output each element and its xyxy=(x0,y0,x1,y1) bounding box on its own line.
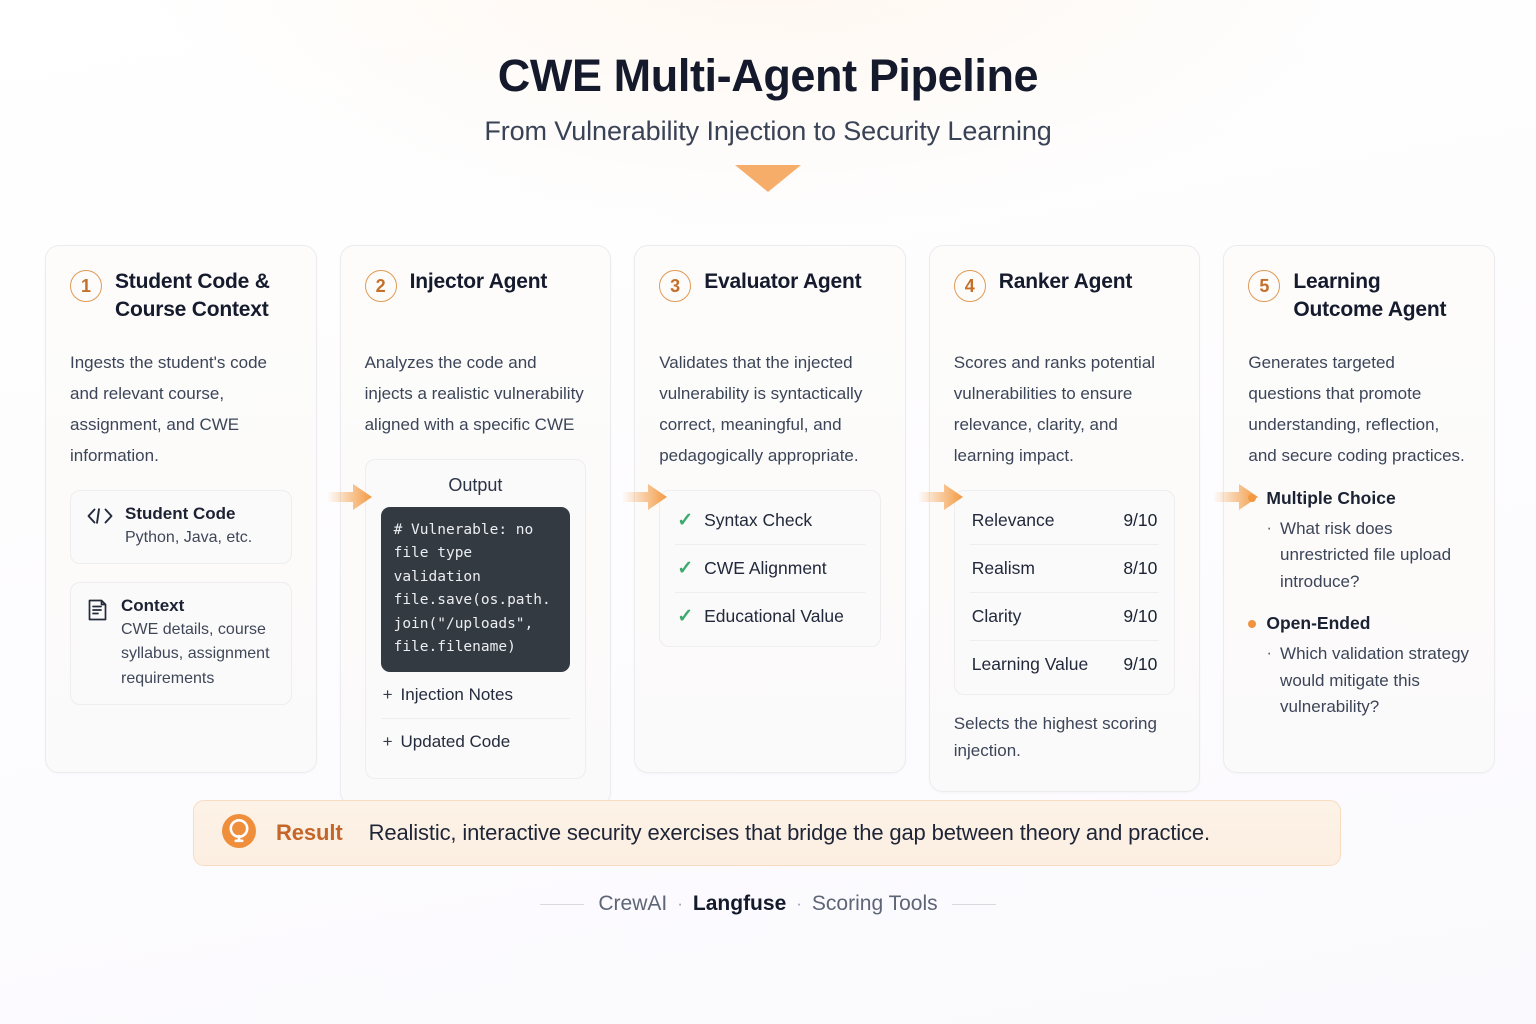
score-label: Realism xyxy=(971,557,1035,578)
bullet-dot-icon xyxy=(1248,494,1257,503)
plus-icon: + xyxy=(382,684,393,704)
pipeline-card-evaluator-agent[interactable]: 3 Evaluator Agent Validates that the inj… xyxy=(634,245,906,773)
pipeline-card-injector-agent[interactable]: 2 Injector Agent Analyzes the code and i… xyxy=(339,245,612,806)
footer: CrewAI · Langfuse · Scoring Tools xyxy=(0,892,1536,916)
header: CWE Multi-Agent Pipeline From Vulnerabil… xyxy=(0,0,1536,192)
result-label: Result xyxy=(276,820,343,845)
pipeline-row: 1 Student Code & Course Context Ingests … xyxy=(45,245,1495,806)
feature-title: Student Code xyxy=(125,503,236,523)
step-badge: 5 xyxy=(1248,270,1281,302)
card-header: 1 Student Code & Course Context xyxy=(70,268,292,334)
score-row: Relevance 9/10 xyxy=(970,497,1160,544)
card-title: Learning Outcome Agent xyxy=(1293,270,1447,321)
score-value: 9/10 xyxy=(1123,509,1158,530)
check-icon: ✓ xyxy=(677,509,694,531)
pipeline-card-ranker-agent[interactable]: 4 Ranker Agent Scores and ranks potentia… xyxy=(928,245,1201,792)
output-panel: Output # Vulnerable: no file type valida… xyxy=(364,458,587,779)
card-header: 4 Ranker Agent xyxy=(953,268,1176,334)
lightbulb-icon xyxy=(220,812,258,855)
footer-separator: · xyxy=(796,894,802,913)
feature-panel-context[interactable]: Context CWE details, course syllabus, as… xyxy=(70,582,292,705)
footer-separator: · xyxy=(677,894,683,913)
small-bullet-icon: · xyxy=(1266,643,1273,663)
score-label: Relevance xyxy=(971,509,1055,530)
checklist-label: CWE Alignment xyxy=(704,557,827,578)
output-panel-label: Output xyxy=(448,474,503,495)
question-group-open-ended: Open-Ended · Which validation strategy w… xyxy=(1248,613,1470,721)
footer-items: CrewAI · Langfuse · Scoring Tools xyxy=(598,892,937,916)
card-description: Generates targeted questions that promot… xyxy=(1248,353,1465,465)
feature-panel-student-code[interactable]: Student Code Python, Java, etc. xyxy=(70,489,292,565)
card-header: 2 Injector Agent xyxy=(364,268,587,334)
card-title: Ranker Agent xyxy=(998,270,1133,293)
card-title: Student Code & Course Context xyxy=(115,270,270,321)
question-group-multiple-choice: Multiple Choice · What risk does unrestr… xyxy=(1248,488,1470,596)
score-value: 8/10 xyxy=(1123,557,1158,578)
question-text: Which validation strategy would mitigate… xyxy=(1280,644,1470,717)
score-row: Clarity 9/10 xyxy=(969,591,1160,640)
bullet-dot-icon xyxy=(1248,619,1257,628)
card-header: 5 Learning Outcome Agent xyxy=(1248,268,1470,334)
card-header: 3 Evaluator Agent xyxy=(659,268,881,334)
step-badge: 3 xyxy=(659,270,692,302)
score-panel: Relevance 9/10 Realism 8/10 Clarity 9/10… xyxy=(953,489,1176,695)
question-item: · Which validation strategy would mitiga… xyxy=(1266,641,1470,721)
score-label: Learning Value xyxy=(971,653,1089,674)
card-description: Analyzes the code and injects a realisti… xyxy=(364,353,584,434)
score-value: 9/10 xyxy=(1123,605,1158,626)
card-description: Ingests the student's code and relevant … xyxy=(70,353,267,465)
card-description: Validates that the injected vulnerabilit… xyxy=(659,353,863,465)
step-badge: 2 xyxy=(364,270,397,302)
page-subtitle: From Vulnerability Injection to Security… xyxy=(484,115,1052,146)
card-title: Evaluator Agent xyxy=(704,270,862,293)
checklist-item[interactable]: ✓ Educational Value xyxy=(675,591,865,640)
expandable-injection-notes[interactable]: + Injection Notes xyxy=(381,672,571,718)
result-banner: Result Realistic, interactive security e… xyxy=(193,800,1341,866)
checklist-label: Syntax Check xyxy=(704,509,813,530)
question-group-heading: Multiple Choice xyxy=(1248,488,1470,509)
footer-item-scoring-tools: Scoring Tools xyxy=(811,892,938,915)
expandable-label: Injection Notes xyxy=(400,684,513,704)
score-value: 9/10 xyxy=(1123,653,1158,674)
expandable-updated-code[interactable]: + Updated Code xyxy=(380,717,571,765)
card-title: Injector Agent xyxy=(409,270,548,293)
code-brackets-icon xyxy=(86,506,114,531)
checklist-panel: ✓ Syntax Check ✓ CWE Alignment ✓ Educati… xyxy=(659,489,881,647)
pipeline-card-learning-outcome-agent[interactable]: 5 Learning Outcome Agent Generates targe… xyxy=(1223,245,1495,773)
step-badge: 1 xyxy=(70,270,102,302)
score-row: Realism 8/10 xyxy=(969,543,1160,592)
page-title: CWE Multi-Agent Pipeline xyxy=(497,50,1039,101)
small-bullet-icon: · xyxy=(1266,517,1273,537)
check-icon: ✓ xyxy=(677,557,694,579)
footer-item-crewai: CrewAI xyxy=(598,892,668,915)
feature-title: Context xyxy=(121,596,185,616)
checklist-item[interactable]: ✓ CWE Alignment xyxy=(675,543,865,592)
footer-item-langfuse: Langfuse xyxy=(692,892,787,915)
check-icon: ✓ xyxy=(677,605,694,627)
checklist-label: Educational Value xyxy=(704,605,844,626)
score-row: Learning Value 9/10 xyxy=(969,639,1160,688)
plus-icon: + xyxy=(382,731,393,751)
card-description: Scores and ranks potential vulnerabiliti… xyxy=(953,353,1156,465)
checklist-item[interactable]: ✓ Syntax Check xyxy=(675,497,865,544)
expandable-label: Updated Code xyxy=(400,731,511,751)
score-label: Clarity xyxy=(971,605,1022,626)
question-group-label: Open-Ended xyxy=(1266,613,1371,634)
feature-subtitle: Python, Java, etc. xyxy=(125,528,253,546)
footer-rule-left xyxy=(540,903,585,905)
feature-subtitle: CWE details, course syllabus, assignment… xyxy=(121,621,270,687)
question-text: What risk does unrestricted file upload … xyxy=(1280,518,1452,591)
pipeline-card-student-code[interactable]: 1 Student Code & Course Context Ingests … xyxy=(45,245,317,773)
code-snippet: # Vulnerable: no file type validation fi… xyxy=(380,506,571,672)
document-icon xyxy=(86,598,110,627)
ranker-note: Selects the highest scoring injection. xyxy=(953,713,1157,761)
footer-rule-right xyxy=(951,903,996,905)
result-text: Realistic, interactive security exercise… xyxy=(368,820,1210,845)
question-item: · What risk does unrestricted file uploa… xyxy=(1266,516,1470,596)
down-triangle-icon xyxy=(735,164,801,192)
question-group-label: Multiple Choice xyxy=(1266,487,1396,508)
question-group-heading: Open-Ended xyxy=(1248,613,1470,634)
step-badge: 4 xyxy=(953,270,986,302)
